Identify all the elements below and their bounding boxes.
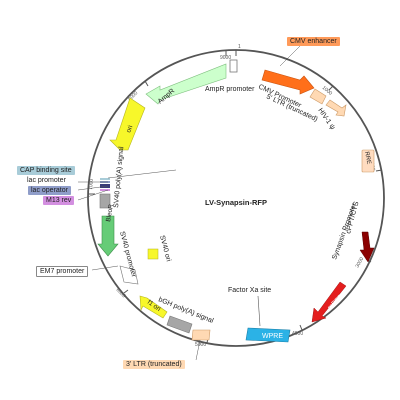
tick-2000 (375, 169, 383, 172)
tick-4000 (299, 324, 303, 331)
bgh-box (166, 315, 193, 334)
f1-ori-arrow (139, 295, 168, 319)
cap-leader (107, 169, 177, 179)
tick-8000 (144, 80, 149, 87)
sv40-polya-label: SV40 poly(A) signal (113, 146, 125, 208)
lac-promoter-bar (100, 184, 110, 188)
cap-site-bar (100, 178, 110, 180)
tick-label-6000: 6000 (115, 287, 127, 299)
bleor-label: BleoR (105, 203, 115, 222)
tick-label-1000: 1000 (321, 85, 334, 97)
mrfp-arrow (311, 281, 347, 323)
tick-label-9000: 9000 (220, 55, 231, 61)
cmv-enhancer-arrow (261, 69, 315, 95)
ampr-promoter-marker (229, 59, 238, 73)
rre-box (361, 149, 375, 173)
ori-arrow (109, 97, 146, 151)
m13-leader (77, 189, 109, 201)
tick-1000 (328, 85, 334, 91)
tick-label-7000: 7000 (88, 178, 95, 190)
tick-label-4000: 4000 (292, 331, 303, 337)
bgh-label: bGH poly(A) signal (157, 296, 215, 325)
ampr-promoter-label: AmpR promoter (205, 86, 255, 93)
wpre-box (245, 327, 291, 343)
ori-label: ori (125, 124, 134, 133)
tick-label-1: 1 (238, 44, 241, 50)
sv40-ori-label: SV40 ori (158, 235, 172, 263)
ltr3-leader (195, 339, 201, 361)
cmv-enhancer-leader (279, 45, 301, 67)
synapsin-promoter-arrow (359, 231, 375, 263)
sv40-polya-box (99, 193, 111, 209)
lac-operator-label: lac operator (28, 186, 71, 195)
lac-promoter-label: lac promoter (24, 176, 69, 185)
ampr-arrow (145, 63, 227, 105)
lac-prom-leader (77, 185, 109, 191)
em7-promoter-label: EM7 promoter (36, 266, 89, 277)
plasmid-title: LV-Synapsin-RFP (205, 198, 267, 207)
rre-label: RRE (363, 151, 372, 165)
tick-label-3000: 3000 (355, 256, 366, 269)
cap-binding-site-label: CAP binding site (17, 166, 75, 175)
sv40-ori-box (147, 248, 159, 260)
cmv-enhancer-label: CMV enhancer (287, 37, 340, 46)
bleor-arrow (97, 215, 119, 257)
tick-6000 (123, 289, 129, 294)
factor-xa-leader (257, 295, 261, 327)
m13-rev-label: M13 rev (43, 196, 75, 205)
sv40-promoter-box (119, 265, 139, 285)
wpre-label: WPRE (262, 333, 283, 340)
em7-leader (91, 265, 119, 271)
hiv-psi-label: HIV-1 ψ (316, 107, 336, 131)
tick-label-5000: 5000 (195, 342, 206, 348)
ltr3-box (191, 329, 211, 341)
hiv-psi-arrow (325, 99, 347, 117)
factor-xa-label: Factor Xa site (228, 287, 271, 294)
ltr5-box (309, 88, 327, 105)
ltr3-label: 3' LTR (truncated) (123, 360, 185, 369)
m13-bar (100, 189, 110, 191)
